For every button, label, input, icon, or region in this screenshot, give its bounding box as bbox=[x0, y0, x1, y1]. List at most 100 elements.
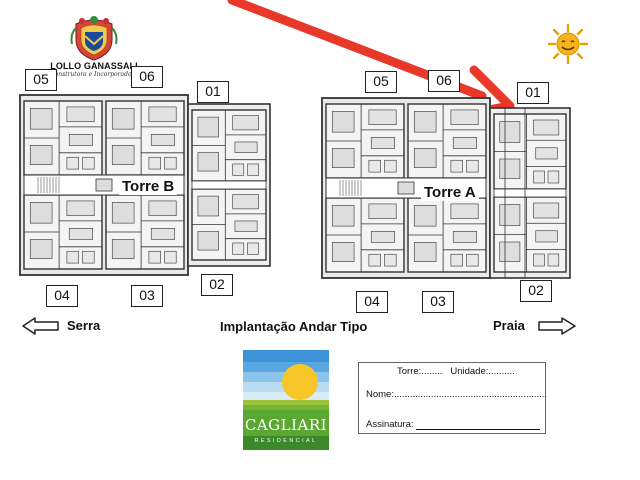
tower-b-east-top-bed bbox=[197, 116, 219, 138]
tower-a-east-bottom-bath bbox=[533, 253, 545, 267]
tower-a-apt-ne-sofa bbox=[450, 109, 479, 126]
tower-b-unit-02: 02 bbox=[201, 274, 233, 296]
brand-subtitle: RESIDENCIAL bbox=[254, 438, 318, 444]
sun-smiley-icon bbox=[548, 24, 588, 64]
brand-name: CAGLIARI bbox=[244, 416, 328, 434]
tower-b-apt-nw-sofa bbox=[66, 106, 95, 123]
form-unidade-field[interactable]: .......... bbox=[488, 366, 515, 377]
tower-b-apt-se-bath bbox=[164, 250, 177, 264]
tower-a-apt-se-table bbox=[452, 231, 477, 243]
tower-a-apt-ne-table bbox=[452, 137, 477, 149]
tower-b-east-bottom-bed bbox=[197, 195, 219, 217]
tower-b-apt-nw-bath bbox=[66, 156, 79, 170]
tower-b-apt-nw-bed bbox=[29, 145, 53, 165]
tower-a-apt-nw-bed bbox=[331, 111, 355, 133]
tower-a-apt-sw-sofa bbox=[368, 203, 397, 220]
crest-logo-icon bbox=[70, 16, 118, 61]
tower-a-east-bottom-table bbox=[535, 230, 558, 243]
tower-b-apt-nw-table bbox=[68, 134, 93, 146]
tower-b-east-top-sofa bbox=[232, 115, 259, 131]
tower-a-label: Torre A bbox=[421, 184, 479, 201]
tower-b-unit-03: 03 bbox=[131, 285, 163, 307]
tower-a-apt-ne-bed bbox=[413, 148, 437, 168]
tower-a-apt-ne-bath bbox=[466, 159, 479, 173]
tower-a-east-top-table bbox=[535, 147, 558, 160]
tower-a-apt-nw-table bbox=[370, 137, 395, 149]
tower-b-apt-ne-bed bbox=[111, 145, 135, 165]
tower-a-east-bottom-bed bbox=[499, 241, 521, 262]
tower-b-apt-sw-bed bbox=[29, 202, 53, 224]
tower-a-east-bottom-sofa bbox=[533, 202, 560, 219]
tower-a-apt-sw-table bbox=[370, 231, 395, 243]
tower-a-unit-04: 04 bbox=[356, 291, 388, 313]
arrow-left-icon bbox=[22, 317, 59, 335]
tower-a-east-top-sofa bbox=[533, 119, 560, 136]
form-assinatura-label: Assinatura: bbox=[366, 419, 414, 430]
tower-a-apt-nw-sofa bbox=[368, 109, 397, 126]
tower-a-apt-ne-bed bbox=[413, 111, 437, 133]
tower-b-east-bottom-bath bbox=[247, 242, 259, 255]
tower-b-apt-sw-bath bbox=[82, 250, 95, 264]
logo-tagline: Construtora e Incorporadora bbox=[50, 71, 138, 78]
tower-b-apt-nw-bed bbox=[29, 108, 53, 130]
tower-a-apt-se-bed bbox=[413, 205, 437, 227]
tower-b-east-bottom-table bbox=[234, 220, 258, 232]
tower-a-east-hall bbox=[493, 188, 567, 198]
tower-b-unit-04: 04 bbox=[46, 285, 78, 307]
tower-b-east-top-bath bbox=[232, 163, 245, 176]
tower-a-apt-se-bed bbox=[413, 242, 437, 262]
tower-a-unit-05: 05 bbox=[365, 71, 397, 93]
tower-a-apt-sw-bath bbox=[384, 253, 397, 267]
signature-form bbox=[358, 362, 546, 434]
page-title: Implantação Andar Tipo bbox=[220, 319, 368, 334]
tower-b-label: Torre B bbox=[119, 178, 178, 195]
tower-b-apt-ne-bath bbox=[148, 156, 161, 170]
logo-name: LOLLO GANASSALI bbox=[50, 61, 138, 71]
tower-a-unit-01: 01 bbox=[517, 82, 549, 104]
tower-b-apt-ne-table bbox=[150, 134, 175, 146]
cagliari-emblem-icon bbox=[243, 350, 329, 450]
tower-b-apt-ne-sofa bbox=[148, 106, 177, 123]
tower-b-apt-se-table bbox=[150, 228, 175, 240]
form-assinatura-field[interactable] bbox=[416, 429, 540, 430]
tower-a-apt-sw-bed bbox=[331, 242, 355, 262]
direction-serra: Serra bbox=[67, 318, 101, 333]
tower-b-apt-ne-bed bbox=[111, 108, 135, 130]
arrow-right-icon bbox=[538, 317, 576, 335]
tower-b-east-top-bath bbox=[247, 163, 259, 176]
form-nome-field[interactable]: ........................................… bbox=[393, 389, 548, 400]
tower-a-apt-se-bath bbox=[466, 253, 479, 267]
form-unidade-label: Unidade: bbox=[450, 366, 489, 377]
tower-b-east-top-bed bbox=[197, 152, 219, 172]
tower-a-apt-nw-bath bbox=[384, 159, 397, 173]
tower-b-elevator bbox=[95, 178, 113, 192]
tower-b-apt-se-bed bbox=[111, 202, 135, 224]
tower-a-east-top-bath bbox=[533, 170, 545, 184]
form-torre-field[interactable]: ........ bbox=[421, 366, 443, 377]
tower-b-east-hall bbox=[191, 180, 267, 190]
form-torre-row: Torre:........ Unidade:.......... bbox=[397, 366, 515, 377]
tower-b-unit-06: 06 bbox=[131, 66, 163, 88]
form-torre-label: Torre: bbox=[397, 366, 422, 377]
tower-a-apt-nw-bath bbox=[368, 159, 381, 173]
tower-a-stair-core bbox=[504, 107, 526, 279]
tower-b-apt-se-bath bbox=[148, 250, 161, 264]
tower-a-east-bottom-bath bbox=[547, 253, 560, 267]
tower-a-apt-se-bath bbox=[450, 253, 463, 267]
tower-a-east-top-bed bbox=[499, 121, 521, 143]
tower-b-east-top-table bbox=[234, 141, 258, 153]
tower-a-east-top-bed bbox=[499, 158, 521, 179]
tower-b-apt-se-sofa bbox=[148, 200, 177, 217]
tower-b-unit-01: 01 bbox=[197, 81, 229, 103]
tower-a-east-bottom-bed bbox=[499, 204, 521, 226]
tower-b-apt-sw-bath bbox=[66, 250, 79, 264]
form-nome-row: Nome:...................................… bbox=[366, 389, 547, 400]
tower-a-apt-se-sofa bbox=[450, 203, 479, 220]
tower-a-apt-sw-bed bbox=[331, 205, 355, 227]
tower-b-apt-sw-bed bbox=[29, 239, 53, 259]
tower-b-apt-ne-bath bbox=[164, 156, 177, 170]
tower-a-apt-sw-bath bbox=[368, 253, 381, 267]
tower-b-unit-05: 05 bbox=[25, 69, 57, 91]
tower-b-apt-sw-sofa bbox=[66, 200, 95, 217]
